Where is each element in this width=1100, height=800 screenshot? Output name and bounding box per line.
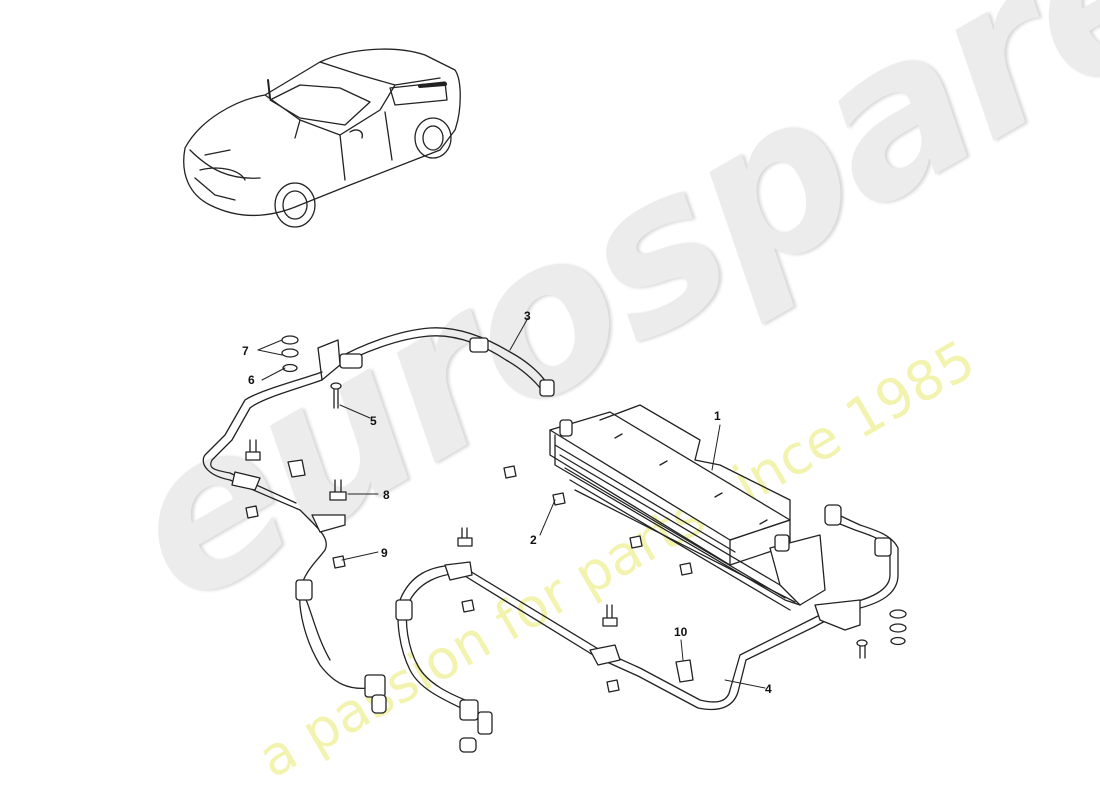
callout-4: 4 (765, 682, 772, 696)
callout-8: 8 (383, 488, 390, 502)
callout-2: 2 (530, 533, 537, 547)
leader-lines (257, 317, 766, 689)
car-thumbnail (183, 48, 461, 228)
callout-7: 7 (242, 344, 249, 358)
callout-6: 6 (248, 373, 255, 387)
callout-9: 9 (381, 546, 388, 560)
callout-10: 10 (674, 625, 688, 639)
lower-cooler-pipe (395, 504, 899, 753)
oil-cooler (549, 404, 826, 611)
upper-cooler-pipe (202, 327, 555, 714)
fasteners (245, 335, 907, 693)
callout-3: 3 (524, 309, 531, 323)
callout-1: 1 (714, 409, 721, 423)
callout-5: 5 (370, 414, 377, 428)
